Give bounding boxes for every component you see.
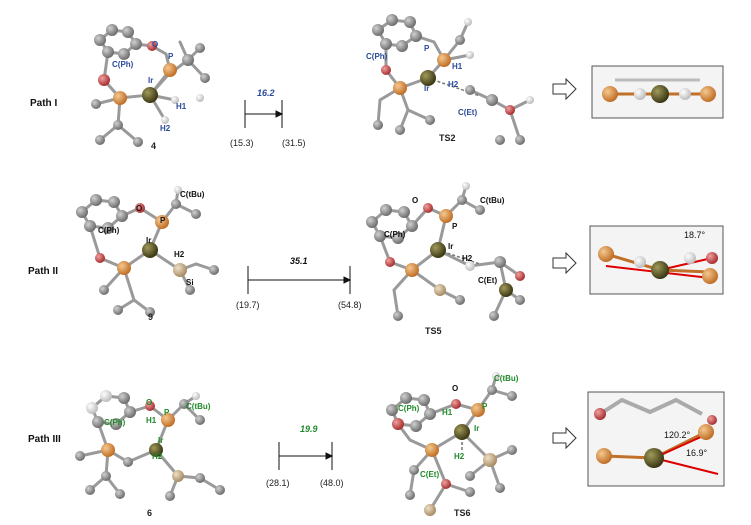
atom-label: Ir	[448, 242, 454, 251]
inset-angle: 120.2°	[664, 430, 691, 440]
atom-label: C(Ph)	[98, 226, 120, 235]
atom-label: P	[160, 216, 166, 225]
hollow-arrows	[552, 77, 577, 450]
atom-label: H2	[462, 254, 473, 263]
compound-id: 4	[151, 141, 157, 151]
atom-label: Ir	[474, 424, 480, 433]
atom-label: H2	[160, 124, 171, 133]
energy-right: (48.0)	[320, 478, 344, 488]
molecule-4-atoms	[91, 24, 210, 147]
atom-label: P	[482, 402, 488, 411]
atom-label: H1	[452, 62, 463, 71]
atom-label: Ir	[424, 84, 430, 93]
atom-label: C(Et)	[478, 276, 498, 285]
inset-angle: 16.9°	[686, 448, 708, 458]
atom-label: H1	[176, 102, 187, 111]
barrier-value: 16.2	[257, 88, 275, 98]
compound-id: 6	[147, 508, 153, 518]
atom-label: C(Et)	[458, 108, 478, 117]
atom-label: C(Ph)	[112, 60, 134, 69]
inset-angle: 18.7°	[684, 230, 706, 240]
ts-id: TS6	[454, 508, 471, 518]
atom-label: C(Ph)	[384, 230, 406, 239]
atom-label: O	[152, 40, 159, 49]
atom-label: H1	[442, 408, 453, 417]
atom-label: P	[164, 408, 170, 417]
ts-id: TS2	[439, 133, 456, 143]
atom-label: Si	[186, 278, 194, 287]
atom-label: C(tBu)	[180, 190, 205, 199]
path-label-3: Path III	[28, 434, 61, 445]
atom-label: H1	[146, 416, 157, 425]
atom-label: P	[168, 52, 174, 61]
energy-brackets	[244, 100, 352, 470]
atom-label: H2	[152, 452, 163, 461]
atom-label: H2	[448, 80, 459, 89]
atom-label: H2	[174, 250, 185, 259]
barrier-value: 35.1	[290, 256, 308, 266]
atom-label: O	[136, 204, 143, 213]
energy-left: (28.1)	[266, 478, 290, 488]
ts-id: TS5	[425, 326, 442, 336]
atom-label: C(Et)	[420, 470, 440, 479]
atom-label: O	[452, 384, 459, 393]
energy-left: (19.7)	[236, 300, 260, 310]
atom-label: Ir	[158, 436, 164, 445]
atom-label: C(Ph)	[366, 52, 388, 61]
barrier-value: 19.9	[300, 424, 318, 434]
atom-label: O	[146, 398, 153, 407]
atom-label: P	[452, 222, 458, 231]
atom-label: C(Ph)	[398, 404, 420, 413]
atom-label: Ir	[148, 76, 154, 85]
path-label-2: Path II	[28, 266, 59, 277]
atom-label: O	[412, 196, 419, 205]
atom-label: Ir	[146, 236, 152, 245]
atom-label: C(tBu)	[186, 402, 211, 411]
atom-label: C(tBu)	[480, 196, 505, 205]
compound-id: 9	[148, 312, 154, 322]
energy-right: (31.5)	[282, 138, 306, 148]
atom-label: H2	[454, 452, 465, 461]
energy-left: (15.3)	[230, 138, 254, 148]
atom-label: C(tBu)	[494, 374, 519, 383]
path-label-1: Path I	[30, 98, 58, 109]
energy-right: (54.8)	[338, 300, 362, 310]
atom-label: P	[424, 44, 430, 53]
atom-label: C(Ph)	[104, 418, 126, 427]
